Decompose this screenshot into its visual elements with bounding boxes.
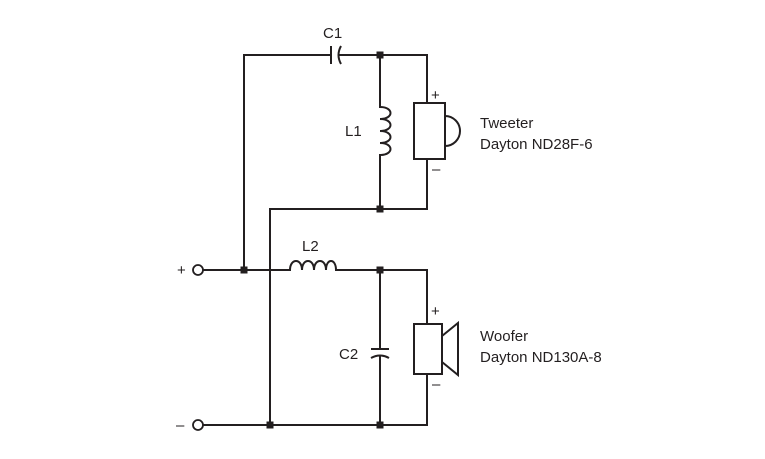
inductor-l1 [379, 106, 392, 156]
terminal-negative [192, 419, 204, 431]
tweeter-model: Dayton ND28F-6 [480, 136, 593, 153]
inductor-l2 [289, 260, 337, 271]
tweeter-minus-sign: – [432, 161, 441, 178]
tweeter-name: Tweeter [480, 115, 533, 132]
woofer-plus-sign: + [431, 303, 440, 320]
tweeter-symbol [413, 102, 461, 160]
woofer-model: Dayton ND130A-8 [480, 349, 602, 366]
wires [202, 54, 428, 426]
label-l1: L1 [345, 123, 362, 140]
tweeter-plus-sign: + [431, 87, 440, 104]
label-l2: L2 [302, 238, 319, 255]
junction-ground-left [266, 421, 274, 429]
woofer-symbol [413, 320, 459, 378]
wire-tweeter-plus [379, 54, 428, 104]
wire-woofer-plus [379, 269, 428, 325]
junction-input-node [240, 266, 248, 274]
junction-l2-c2 [376, 266, 384, 274]
input-terminals: + – [176, 262, 204, 434]
wire-tweeter-feed [243, 54, 331, 271]
woofer-name: Woofer [480, 328, 528, 345]
label-c2: C2 [339, 346, 358, 363]
terminal-negative-label: – [176, 417, 185, 434]
junction-ground-c2 [376, 421, 384, 429]
terminal-positive-label: + [177, 262, 186, 279]
wire-tweeter-minus [269, 158, 428, 426]
label-c1: C1 [323, 25, 342, 42]
woofer-minus-sign: – [432, 376, 441, 393]
junction-c1-l1 [376, 51, 384, 59]
junctions [240, 51, 384, 429]
capacitor-c1 [330, 45, 342, 65]
capacitor-c2 [370, 348, 390, 359]
terminal-positive [192, 264, 204, 276]
junction-l1-return [376, 205, 384, 213]
